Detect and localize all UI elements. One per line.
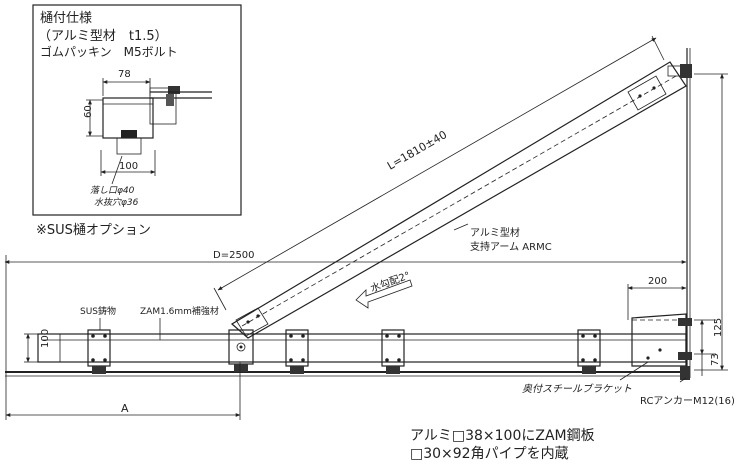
dim-arm-length: L=1810±40 <box>385 128 449 173</box>
dim-bracket-depth: 200 <box>648 276 667 287</box>
gutter-spec-inset: 樋付仕様 （アルミ型材 t1.5） ゴムパッキン M5ボルト 78 60 1 <box>32 4 242 216</box>
arm-material-label: アルミ型材 <box>470 226 520 239</box>
wall <box>686 48 691 378</box>
slope-arrow <box>355 279 413 309</box>
slope-label: 水勾配2° <box>369 268 412 294</box>
spec-line-2: □30×92角パイプを内蔵 <box>410 446 569 462</box>
inset-note-hole: 水抜穴φ36 <box>94 197 139 208</box>
support-arm <box>230 61 692 339</box>
arm-base-plate <box>235 307 269 337</box>
sus-casting-label: SUS鋳物 <box>80 305 116 317</box>
inset-dim-width: 78 <box>118 69 131 80</box>
dim-125: 125 <box>713 318 724 337</box>
pivot-joint <box>228 329 254 372</box>
casting-1 <box>87 329 111 374</box>
inset-dim-height: 60 <box>83 105 94 118</box>
casting-4 <box>577 329 601 374</box>
dim-73: 73 <box>710 353 721 366</box>
rear-steel-bracket <box>631 313 692 380</box>
arm-support-label: 支持アーム ARMC <box>470 240 552 253</box>
dim-total-depth: D=2500 <box>213 250 255 261</box>
horizontal-beam <box>37 333 687 363</box>
inset-material: （アルミ型材 t1.5） <box>38 29 168 44</box>
gutter-section <box>102 86 212 155</box>
inset-caption: ※SUS樋オプション <box>36 222 151 238</box>
steel-bracket-label: 奥付スチールブラケット <box>522 383 632 395</box>
anchor-label: RCアンカーM12(16) <box>640 395 735 407</box>
inset-note-drain: 落し口φ40 <box>90 185 135 196</box>
inset-dim-bottom: 100 <box>119 161 138 172</box>
zam-reinforcement-label: ZAM1.6mm補強材 <box>140 305 219 317</box>
inset-title: 樋付仕様 <box>40 10 92 26</box>
beam-castings <box>87 329 601 374</box>
casting-3 <box>381 329 405 374</box>
inset-fittings: ゴムパッキン M5ボルト <box>40 44 178 59</box>
dim-beam-height: 100 <box>40 329 51 348</box>
spec-line-1: アルミ□38×100にZAM鋼板 <box>410 428 595 444</box>
casting-2 <box>285 329 309 374</box>
dim-a: A <box>121 402 129 415</box>
